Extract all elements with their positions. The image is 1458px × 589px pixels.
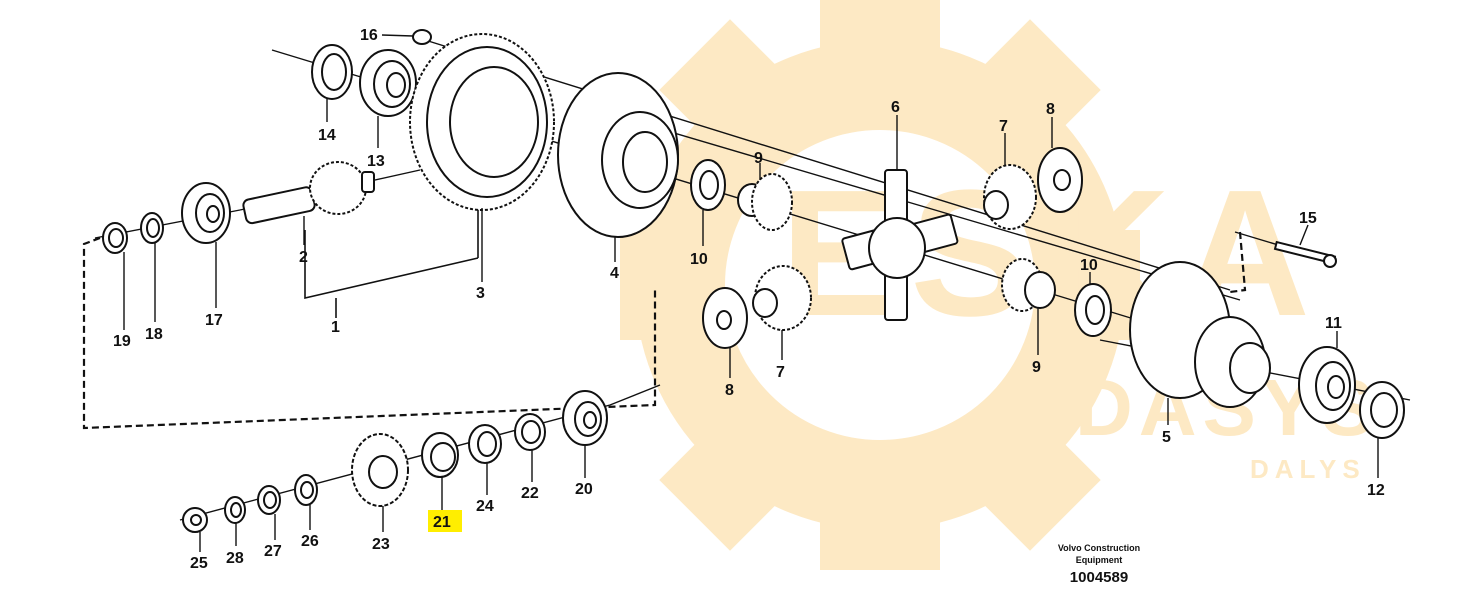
part-27-lock-washer: [257, 485, 281, 515]
label-2[interactable]: 2: [299, 249, 308, 266]
part-26-lock-washer: [294, 474, 318, 506]
label-12[interactable]: 12: [1367, 482, 1385, 499]
part-23-flange: [351, 433, 409, 507]
part-7-diff-pinion: [983, 164, 1037, 230]
part-14-shim: [311, 44, 353, 100]
part-8-washer: [1037, 147, 1083, 213]
part-9-side-gear: [737, 173, 793, 231]
label-15[interactable]: 15: [1299, 210, 1317, 227]
label-8b[interactable]: 8: [725, 382, 734, 399]
label-17[interactable]: 17: [205, 312, 223, 329]
part-7-diff-pinion-lower: [752, 265, 812, 331]
label-19[interactable]: 19: [113, 333, 131, 350]
label-9[interactable]: 9: [754, 150, 763, 167]
watermark-small-text: DALYS: [1250, 454, 1366, 484]
label-21[interactable]: 21: [433, 514, 451, 531]
part-15-bolt: [1273, 240, 1337, 268]
caption-code: 1004589: [1070, 569, 1128, 586]
part-8-washer-lower: [702, 287, 748, 349]
part-25-nut: [182, 507, 208, 533]
label-26[interactable]: 26: [301, 533, 319, 550]
part-24-ring: [468, 424, 502, 464]
label-10b[interactable]: 10: [1080, 257, 1098, 274]
part-19-ring: [102, 222, 128, 254]
part-17-bearing: [181, 182, 231, 244]
part-6-spider: [841, 169, 959, 321]
label-10[interactable]: 10: [690, 251, 708, 268]
label-27[interactable]: 27: [264, 543, 282, 560]
label-11[interactable]: 11: [1325, 315, 1342, 332]
label-1[interactable]: 1: [331, 319, 340, 336]
part-labels: 16 14 13 2 3 1 19 18 17 4 10 9 6 7 8 15 …: [113, 27, 1385, 572]
label-9b[interactable]: 9: [1032, 359, 1041, 376]
label-7[interactable]: 7: [999, 118, 1008, 135]
part-3-ring-gear: [409, 33, 555, 211]
part-16-nut: [412, 29, 432, 45]
part-20-bearing: [562, 390, 608, 446]
part-13-bearing: [359, 49, 417, 117]
part-11-bearing: [1298, 346, 1356, 424]
part-10-thrust-washer: [690, 159, 726, 211]
part-18-ring: [140, 212, 164, 244]
label-23[interactable]: 23: [372, 536, 390, 553]
watermark: ESKA DASYS DALYS: [620, 0, 1375, 570]
part-10-thrust-washer-lower: [1074, 283, 1112, 337]
caption-line2: Equipment: [1076, 555, 1123, 565]
label-20[interactable]: 20: [575, 481, 593, 498]
part-2-pinion-shaft: [242, 161, 375, 225]
label-5[interactable]: 5: [1162, 429, 1171, 446]
diagram-caption: Volvo Construction Equipment 1004589: [1058, 543, 1140, 586]
label-6[interactable]: 6: [891, 99, 900, 116]
label-13[interactable]: 13: [367, 153, 385, 170]
label-24[interactable]: 24: [476, 498, 494, 515]
part-9-side-gear-lower: [1001, 258, 1056, 312]
label-8[interactable]: 8: [1046, 101, 1055, 118]
label-16[interactable]: 16: [360, 27, 378, 44]
label-22[interactable]: 22: [521, 485, 539, 502]
label-4[interactable]: 4: [610, 265, 619, 282]
part-28-ring: [224, 496, 246, 524]
label-28[interactable]: 28: [226, 550, 244, 567]
label-14[interactable]: 14: [318, 127, 336, 144]
part-21-highlight: [428, 510, 462, 532]
part-21-seal: [421, 432, 459, 478]
dashed-group-bracket: [82, 231, 1247, 430]
part-22-ring: [514, 413, 546, 451]
gear-icon: [620, 0, 1140, 570]
part-12-shim: [1359, 381, 1405, 439]
label-18[interactable]: 18: [145, 326, 163, 343]
part-4-diff-case: [557, 72, 679, 238]
label-7b[interactable]: 7: [776, 364, 785, 381]
label-3[interactable]: 3: [476, 285, 485, 302]
label-leaders: [123, 34, 1379, 552]
caption-line1: Volvo Construction: [1058, 543, 1140, 553]
label-25[interactable]: 25: [190, 555, 208, 572]
part-5-diff-case: [1129, 261, 1271, 408]
